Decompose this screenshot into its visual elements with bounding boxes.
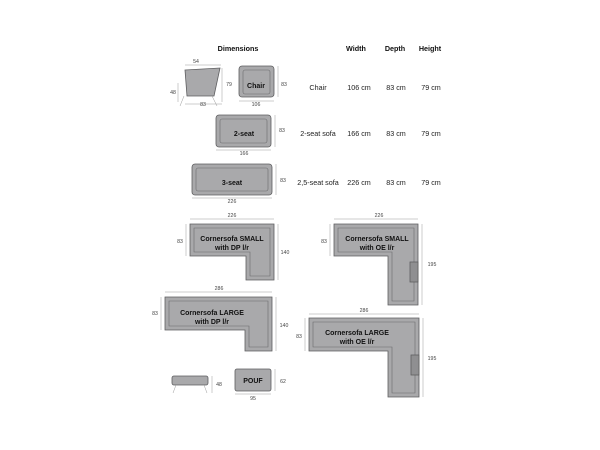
pouf-top-label: POUF — [243, 378, 263, 385]
two-seat-label: 2-seat — [234, 131, 255, 138]
corner-large-oe-label-2: with OE l/r — [339, 339, 375, 346]
three-seat-label: 3-seat — [222, 180, 243, 187]
corner-large-oe-label-1: Cornersofa LARGE — [325, 330, 389, 337]
chair-top-view: Chair 106 83 — [238, 65, 287, 108]
header-height: Height — [419, 44, 442, 53]
corner-large-dp-label-1: Cornersofa LARGE — [180, 310, 244, 317]
row-chair-height: 79 cm — [421, 83, 441, 92]
corner-large-oe-ottoman-detail — [410, 354, 420, 376]
three-seat-depth-dim: 83 — [280, 178, 286, 184]
row-2-seat-depth: 83 cm — [386, 129, 406, 138]
corner-small-dp-width-dim: 226 — [228, 213, 237, 219]
corner-large-oe-length-dim: 195 — [428, 356, 437, 362]
corner-large-dp-length-dim: 140 — [280, 323, 289, 329]
header-depth: Depth — [385, 44, 405, 53]
corner-small-oe-shape — [333, 223, 419, 306]
corner-large-dp-label-2: with DP l/r — [194, 319, 229, 326]
row-2-5-seat-height: 79 cm — [421, 178, 441, 187]
row-2-seat-width: 166 cm — [347, 129, 371, 138]
corner-large-oe-depth-dim: 83 — [296, 334, 302, 340]
corner-small-dp-label-1: Cornersofa SMALL — [200, 236, 264, 243]
corner-small-dp-view: 226 Cornersofa SMALL with DP l/r 83 140 — [177, 213, 290, 281]
pouf-top-width-dim: 95 — [250, 396, 256, 402]
header-width: Width — [346, 44, 366, 53]
corner-small-dp-length-dim: 140 — [281, 250, 290, 256]
pouf-top-shape — [234, 368, 272, 392]
chair-top-shape — [238, 65, 275, 98]
corner-small-oe-depth-dim: 83 — [321, 239, 327, 245]
row-2-seat-height: 79 cm — [421, 129, 441, 138]
corner-small-dp-label-2: with DP l/r — [214, 245, 249, 252]
corner-small-oe-label-1: Cornersofa SMALL — [345, 236, 409, 243]
row-2-5-seat-depth: 83 cm — [386, 178, 406, 187]
two-seat-width-dim: 166 — [240, 151, 249, 157]
pouf-side-view: 48 — [171, 375, 222, 394]
corner-large-oe-width-dim: 286 — [360, 308, 369, 314]
corner-large-dp-depth-dim: 83 — [152, 311, 158, 317]
row-2-seat-name: 2-seat sofa — [300, 129, 336, 138]
chair-side-top-dim: 54 — [193, 59, 199, 65]
row-2-5-seat-name: 2,5-seat sofa — [297, 178, 339, 187]
corner-small-oe-ottoman-detail — [409, 261, 419, 283]
pouf-top-view: POUF 95 62 — [234, 368, 286, 402]
three-seat-width-dim: 226 — [228, 199, 237, 205]
pouf-top-depth-dim: 62 — [280, 379, 286, 385]
pouf-side-shape — [171, 375, 209, 386]
chair-side-seat-dim: 48 — [170, 90, 176, 96]
row-2-5-seat-width: 226 cm — [347, 178, 371, 187]
header-dimensions: Dimensions — [218, 44, 259, 53]
corner-small-oe-width-dim: 226 — [375, 213, 384, 219]
corner-small-oe-length-dim: 195 — [428, 262, 437, 268]
corner-large-oe-view: 286 Cornersofa LARGE with OE l/r 83 195 — [296, 308, 437, 398]
row-chair-name: Chair — [309, 83, 327, 92]
row-chair-width: 106 cm — [347, 83, 371, 92]
corner-large-dp-shape — [164, 296, 273, 352]
chair-top-label: Chair — [247, 83, 265, 90]
corner-small-oe-view: 226 Cornersofa SMALL with OE l/r 83 195 — [321, 213, 437, 306]
chair-side-shape — [184, 67, 221, 97]
two-seat-depth-dim: 83 — [279, 128, 285, 134]
three-seat-view: 3-seat 226 83 — [191, 163, 286, 205]
corner-small-oe-label-2: with OE l/r — [359, 245, 395, 252]
row-2-seat: 2-seat sofa 166 cm 83 cm 79 cm — [300, 129, 441, 138]
row-chair: Chair 106 cm 83 cm 79 cm — [309, 83, 440, 92]
three-seat-shape — [191, 163, 273, 196]
corner-large-dp-width-dim: 286 — [215, 286, 224, 292]
pouf-side-height-dim: 48 — [216, 382, 222, 388]
two-seat-view: 2-seat 166 83 — [215, 114, 285, 157]
corner-small-dp-depth-dim: 83 — [177, 239, 183, 245]
chair-side-height-dim: 79 — [226, 82, 232, 88]
row-chair-depth: 83 cm — [386, 83, 406, 92]
chair-top-width-dim: 106 — [252, 102, 261, 108]
chair-side-view: 54 79 48 83 — [170, 59, 232, 108]
row-2-5-seat: 2,5-seat sofa 226 cm 83 cm 79 cm — [297, 178, 441, 187]
corner-large-dp-view: 286 Cornersofa LARGE with DP l/r 83 140 — [152, 286, 289, 352]
chair-top-depth-dim: 83 — [281, 82, 287, 88]
chair-side-depth-dim: 83 — [200, 102, 206, 108]
corner-large-oe-shape — [308, 317, 420, 398]
two-seat-shape — [215, 114, 272, 148]
